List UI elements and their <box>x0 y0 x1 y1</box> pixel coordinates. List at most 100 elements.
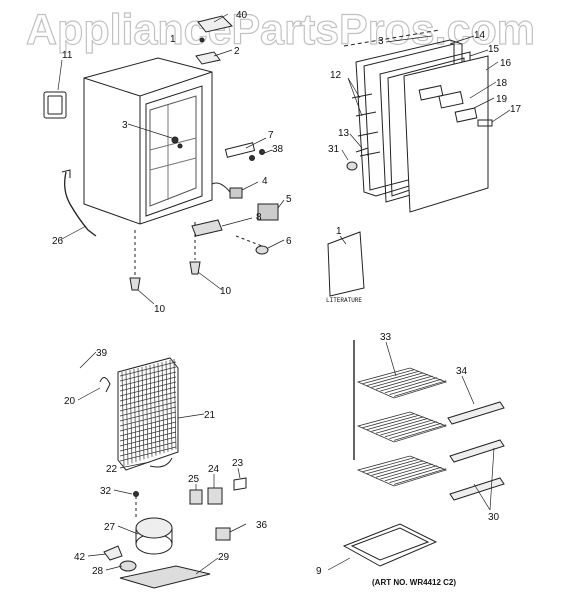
callout-21: 21 <box>204 410 216 421</box>
part-5-thermostat <box>257 203 279 221</box>
shelf-wire <box>389 422 442 439</box>
callout-18: 18 <box>496 78 508 89</box>
part-6-knob <box>255 245 269 255</box>
callout-labels: 40 1 2 11 3 3 14 15 16 12 18 19 17 13 31… <box>52 10 522 577</box>
callout-11: 11 <box>62 50 73 61</box>
callout-19: 19 <box>496 94 508 105</box>
callout-2: 2 <box>234 46 240 57</box>
condenser-wire <box>173 358 177 450</box>
callout-20: 20 <box>64 396 76 407</box>
part-24-overload <box>207 487 223 505</box>
callout-17: 17 <box>510 104 522 115</box>
callout-28: 28 <box>92 566 104 577</box>
part-42-clip <box>103 545 123 561</box>
part-26-power-cord <box>64 171 97 237</box>
shelf-wire <box>375 374 429 390</box>
condenser-wire <box>119 436 177 452</box>
part-10-leveling-leg <box>129 222 201 291</box>
callout-22: 22 <box>106 464 118 475</box>
condenser-wire <box>119 366 177 382</box>
shelf-wire <box>375 418 429 434</box>
shelf-wire <box>384 377 438 394</box>
condenser-wire <box>169 359 173 451</box>
literature-label: LITERATURE <box>326 297 363 304</box>
callout-16: 16 <box>500 58 512 69</box>
condenser-wire <box>119 416 177 432</box>
shelf-wire <box>362 413 415 429</box>
part-21-condenser <box>117 357 179 471</box>
condenser-wire <box>119 406 177 422</box>
shelf-wire <box>380 375 433 392</box>
part-4-switch <box>229 187 243 199</box>
condenser-wire <box>119 401 177 417</box>
shelf-wire <box>362 457 415 473</box>
callout-6: 6 <box>286 236 292 247</box>
callout-39: 39 <box>96 348 108 359</box>
condenser-wire <box>119 426 177 442</box>
condenser-wire <box>119 421 177 437</box>
wire-shelf <box>356 411 448 443</box>
cabinet <box>83 57 213 225</box>
shelf-wire <box>366 458 420 474</box>
part-31-grommet <box>346 161 358 171</box>
part-9-drip-tray <box>342 523 438 567</box>
callout-30: 30 <box>488 512 500 523</box>
callout-9: 9 <box>316 566 322 577</box>
callout-24: 24 <box>208 464 220 475</box>
callout-26: 26 <box>52 236 64 247</box>
part-22-tube <box>149 457 173 468</box>
shelf-wire <box>371 372 424 388</box>
part-40-hinge-cover <box>197 15 233 33</box>
condenser-wire <box>119 441 177 457</box>
wire-shelf <box>356 367 448 399</box>
callout-23: 23 <box>232 458 244 469</box>
callout-12: 12 <box>330 70 342 81</box>
condenser-wire <box>133 368 137 463</box>
callout-36: 36 <box>256 520 268 531</box>
callout-40: 40 <box>236 10 248 21</box>
door-assembly <box>343 29 493 213</box>
shelf-wire <box>393 380 447 397</box>
callout-14: 14 <box>474 30 486 41</box>
shelf-wire <box>389 466 442 483</box>
callout-10a: 10 <box>154 304 166 315</box>
shelf-wire <box>393 424 447 441</box>
part-34-shelf-rail <box>447 401 505 425</box>
condenser-wire <box>119 381 177 397</box>
part-29-base-plate <box>119 565 211 589</box>
condenser-wire <box>119 411 177 427</box>
condenser-wire <box>145 365 149 459</box>
condenser-wire <box>119 376 177 392</box>
condenser-wire <box>119 391 177 407</box>
callout-31: 31 <box>328 144 340 155</box>
shelf-wire <box>384 465 438 482</box>
part-1-literature <box>327 231 365 297</box>
callout-3b: 3 <box>378 36 384 47</box>
part-2-hinge <box>195 51 221 65</box>
callout-5: 5 <box>286 194 292 205</box>
condenser-wire <box>121 371 125 467</box>
condenser-wire <box>157 362 161 455</box>
part-11-bracket <box>43 91 67 119</box>
part-30-shelf-rail <box>449 439 505 463</box>
shelf-wire <box>389 378 442 395</box>
callout-8: 8 <box>256 212 262 223</box>
condenser-wire <box>161 361 165 454</box>
condenser-wire <box>141 366 145 460</box>
shelf-wire <box>384 421 438 438</box>
condenser-wire <box>165 360 169 452</box>
callout-32: 32 <box>100 486 112 497</box>
part-27-compressor <box>135 517 173 555</box>
shelf-wire <box>362 369 415 385</box>
shelf-wire <box>393 468 447 485</box>
condenser-wire <box>119 371 177 387</box>
condenser-wire <box>119 396 177 412</box>
callout-10b: 10 <box>220 286 232 297</box>
part-33-shelves <box>356 367 448 487</box>
callout-15: 15 <box>488 44 500 55</box>
callout-3a: 3 <box>122 120 128 131</box>
condenser-wire <box>119 446 177 462</box>
part-8-bracket <box>191 219 223 237</box>
condenser-wire <box>119 431 177 447</box>
